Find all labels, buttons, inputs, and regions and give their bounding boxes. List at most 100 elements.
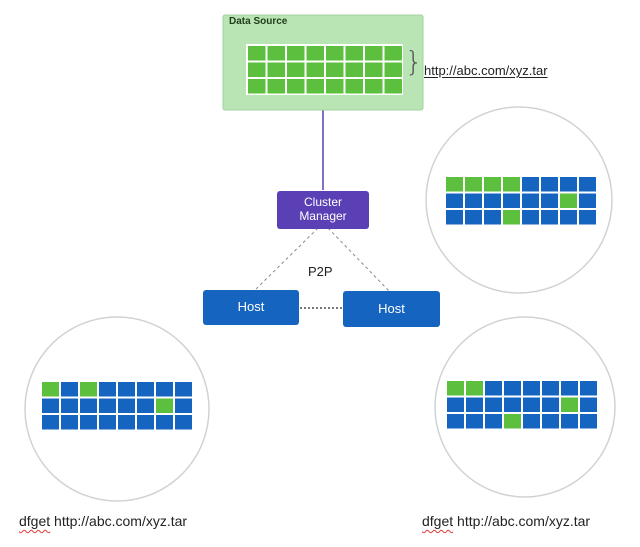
peer-top-right-block [446, 210, 463, 225]
peer-top-right-block [560, 193, 577, 208]
peer-bottom-left-block [156, 415, 173, 430]
peer-bottom-right-block [561, 397, 578, 412]
peer-bottom-right-block [580, 381, 597, 396]
host-left-label: Host [237, 299, 265, 315]
peer-top-right-block [503, 210, 520, 225]
source-block [267, 62, 285, 77]
peer-bottom-right-block [561, 414, 578, 429]
source-block [365, 62, 383, 77]
peer-bottom-right-block [485, 414, 502, 429]
source-block-grid [246, 44, 403, 95]
source-block [248, 79, 266, 94]
source-block [326, 46, 344, 61]
peer-top-right-block [465, 210, 482, 225]
peer-bottom-left-block [80, 398, 97, 413]
peer-top-right-block [560, 177, 577, 192]
peer-bottom-left-block [42, 382, 59, 397]
peer-bottom-right-block [466, 381, 483, 396]
peer-top-right-block [541, 193, 558, 208]
peer-bottom-right-block [580, 414, 597, 429]
command-left-url: http://abc.com/xyz.tar [54, 513, 188, 529]
p2p-label: P2P [308, 264, 333, 279]
host-node-left: Host [203, 290, 299, 325]
manager-host-left-link [254, 227, 319, 291]
peer-bottom-right-block [542, 397, 559, 412]
cluster-manager-node: Cluster Manager [277, 191, 369, 229]
peer-bottom-right-block [580, 397, 597, 412]
source-block [326, 62, 344, 77]
peer-top-right-block [560, 210, 577, 225]
peer-top-right-block [541, 177, 558, 192]
peer-bottom-left-block [175, 382, 192, 397]
peer-blocks-bottom-right [446, 380, 600, 429]
source-block [267, 46, 285, 61]
peer-bottom-right-block [504, 397, 521, 412]
peer-bottom-right-block [561, 381, 578, 396]
command-right-cmd: dfget [422, 513, 454, 529]
peer-top-right-block [446, 177, 463, 192]
peer-top-right-block [484, 177, 501, 192]
source-block [248, 62, 266, 77]
peer-bottom-right-block [542, 381, 559, 396]
peer-bottom-left-block [99, 382, 116, 397]
peer-top-right-block [446, 193, 463, 208]
peer-bottom-right-block [485, 397, 502, 412]
source-block [345, 79, 363, 94]
peer-bottom-left-block [61, 398, 78, 413]
peer-bottom-left-block [118, 382, 135, 397]
cluster-manager-line1: Cluster [303, 195, 342, 210]
peer-bottom-left-block [137, 398, 154, 413]
peer-bottom-left-block [80, 382, 97, 397]
source-block [384, 46, 402, 61]
peer-bottom-left-block [80, 415, 97, 430]
peer-blocks-bottom-left [41, 381, 195, 430]
peer-top-right-block [465, 177, 482, 192]
peer-bottom-left-block [156, 382, 173, 397]
peer-top-right-block [484, 193, 501, 208]
peer-bottom-right-block [447, 414, 464, 429]
source-block [267, 79, 285, 94]
command-left: dfget http://abc.com/xyz.tar [19, 513, 187, 529]
peer-blocks-top-right [445, 176, 599, 225]
peer-top-right-block [503, 193, 520, 208]
source-block [365, 46, 383, 61]
peer-bottom-left-block [61, 415, 78, 430]
peer-bottom-right-block [504, 414, 521, 429]
peer-bottom-left-block [137, 382, 154, 397]
source-block [306, 62, 324, 77]
cluster-manager-line2: Manager [299, 209, 347, 223]
peer-top-right-block [503, 177, 520, 192]
peer-bottom-left-block [118, 415, 135, 430]
peer-bottom-left-block [99, 415, 116, 430]
source-block [384, 62, 402, 77]
peer-top-right-block [522, 210, 539, 225]
peer-top-right-block [579, 193, 596, 208]
peer-bottom-right-block [485, 381, 502, 396]
peer-bottom-right-block [523, 381, 540, 396]
peer-top-right-block [579, 177, 596, 192]
source-block [384, 79, 402, 94]
source-block [345, 46, 363, 61]
source-block [306, 46, 324, 61]
peer-top-right-block [579, 210, 596, 225]
peer-bottom-right-block [447, 397, 464, 412]
peer-bottom-right-block [523, 397, 540, 412]
host-right-label: Host [378, 300, 405, 316]
command-right-url: http://abc.com/xyz.tar [457, 513, 591, 529]
source-block [248, 46, 266, 61]
peer-bottom-right-block [523, 414, 540, 429]
source-block [365, 79, 383, 94]
peer-bottom-left-block [42, 398, 59, 413]
peer-top-right-block [522, 193, 539, 208]
peer-bottom-left-block [99, 398, 116, 413]
source-block [287, 79, 305, 94]
peer-bottom-left-block [61, 382, 78, 397]
peer-bottom-right-block [504, 381, 521, 396]
peer-bottom-left-block [118, 398, 135, 413]
source-block [287, 46, 305, 61]
source-block [326, 79, 344, 94]
peer-bottom-right-block [466, 397, 483, 412]
command-left-cmd: dfget [19, 513, 51, 529]
